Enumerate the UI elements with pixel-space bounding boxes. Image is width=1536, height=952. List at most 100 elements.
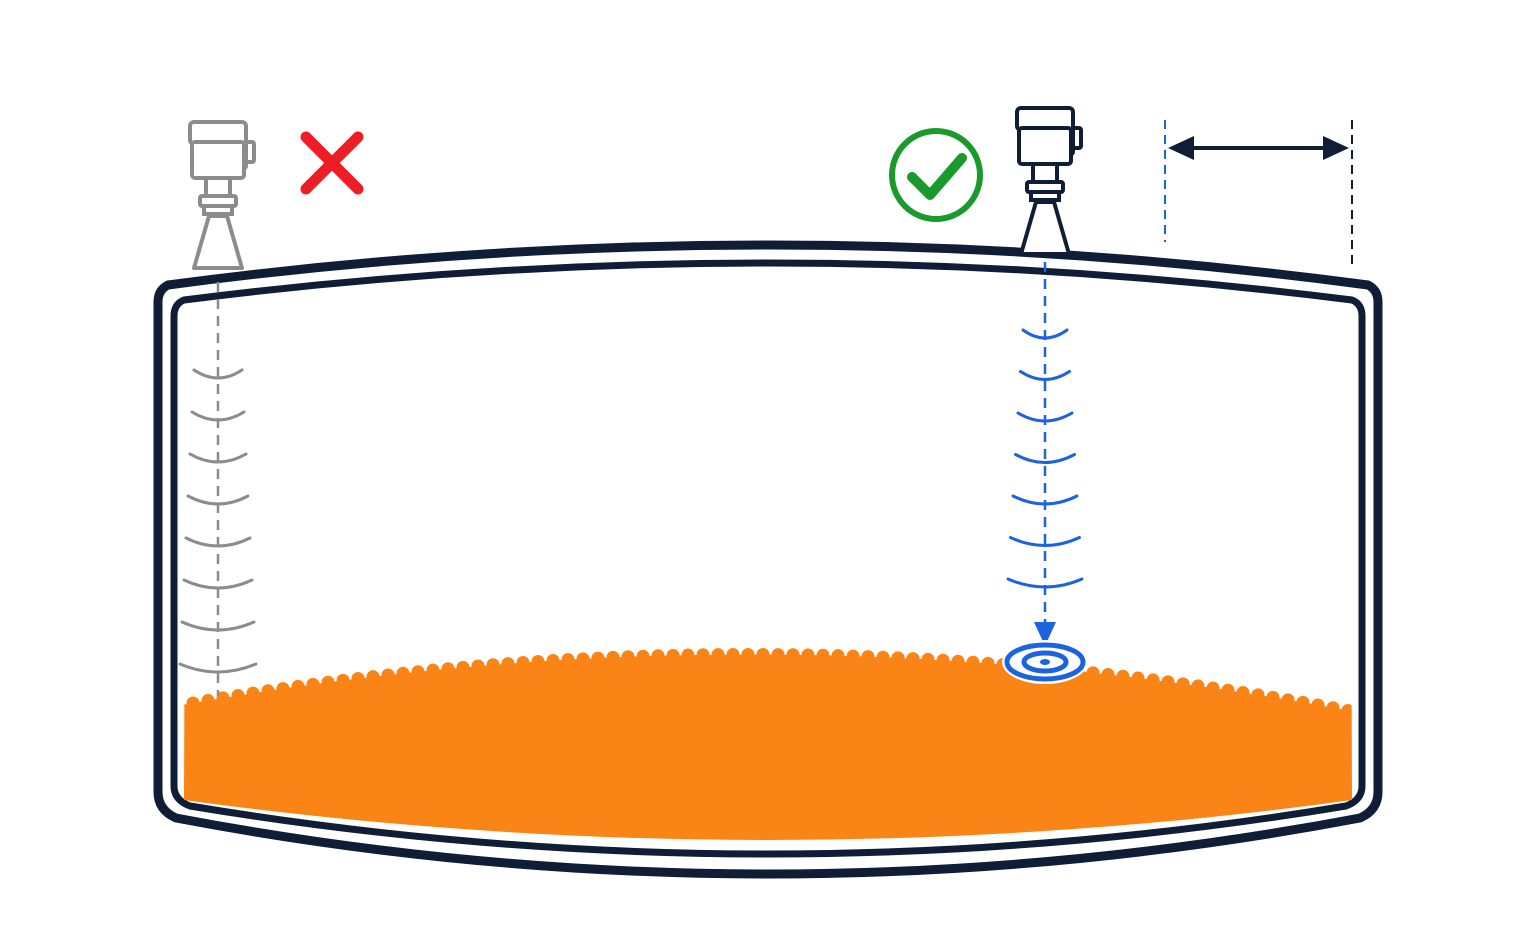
wall-distance-dimension — [1164, 120, 1353, 268]
sensor-housing — [1017, 126, 1073, 166]
material-grain — [231, 688, 245, 702]
signal-wave-arc — [188, 452, 248, 464]
material-grain — [921, 652, 935, 666]
cross-icon — [300, 131, 364, 195]
signal-wave-arc — [1021, 328, 1069, 340]
sensor-flange-lower — [202, 204, 234, 216]
material-grain — [906, 652, 920, 666]
material-grain — [1116, 669, 1130, 683]
material-grain — [426, 663, 440, 677]
material-grain — [1131, 671, 1145, 685]
signal-wave-arc — [182, 578, 254, 590]
material-grain — [1311, 698, 1325, 712]
material-grain — [1251, 688, 1265, 702]
material-grain — [351, 671, 365, 685]
signal-wave-arc — [178, 662, 258, 674]
material-grain — [741, 647, 755, 661]
material-grain — [1221, 683, 1235, 697]
check-circle — [889, 128, 983, 222]
material-grain — [366, 670, 380, 684]
material-grain — [501, 657, 515, 671]
radar-level-sensor-icon — [1015, 106, 1083, 256]
material-grain — [1086, 666, 1100, 680]
material-grain — [726, 648, 740, 662]
sensor-housing — [190, 140, 246, 180]
material-grain — [441, 662, 455, 676]
signal-waves-incorrect — [178, 368, 258, 674]
material-grain — [456, 660, 470, 674]
material-grain — [411, 665, 425, 679]
material-grain — [801, 648, 815, 662]
material-grain — [756, 647, 770, 661]
material-grain — [186, 696, 200, 710]
material-grain — [966, 655, 980, 669]
signal-wave-arc — [190, 410, 246, 422]
echo-ring-outer — [1004, 642, 1086, 682]
bulk-material-fill — [184, 654, 1352, 840]
material-grain — [1341, 703, 1352, 717]
material-grain — [1176, 677, 1190, 691]
material-grain — [516, 656, 530, 670]
material-grain — [1206, 681, 1220, 695]
material-grain — [936, 653, 950, 667]
material-grain — [771, 648, 785, 662]
sensor-incorrect-position — [178, 120, 364, 696]
signal-wave-arc — [1014, 453, 1076, 464]
material-grain — [651, 649, 665, 663]
material-grain — [546, 654, 560, 668]
material-grain — [396, 666, 410, 680]
material-grain — [891, 651, 905, 665]
cross-stroke-b — [300, 131, 364, 195]
signal-wave-arc — [192, 368, 244, 380]
signal-wave-arc — [186, 494, 250, 506]
check-stroke — [907, 153, 967, 200]
material-grain — [1281, 693, 1295, 707]
sensor-neck — [1031, 162, 1059, 184]
material-grain — [981, 656, 995, 670]
material-grain — [216, 691, 230, 705]
material-grain — [861, 650, 875, 664]
tank-inner-wall — [170, 259, 1366, 858]
material-grain — [711, 648, 725, 662]
signal-wave-arc — [1006, 577, 1084, 589]
material-grain — [1266, 690, 1280, 704]
material-grain — [846, 649, 860, 663]
bulk-material-surface-texture — [184, 647, 1352, 717]
bulk-material — [184, 647, 1352, 840]
material-grain — [1161, 675, 1175, 689]
sensor-correct-position — [889, 106, 1088, 684]
material-grain — [591, 651, 605, 665]
material-grain — [951, 654, 965, 668]
arrow-left-icon — [1168, 136, 1194, 160]
material-grain — [816, 648, 830, 662]
signal-wave-arc — [1009, 536, 1081, 547]
arrow-right-icon — [1323, 136, 1349, 160]
target-ripple-icon — [1002, 640, 1088, 684]
signal-wave-arc — [1019, 370, 1071, 381]
material-grain — [636, 649, 650, 663]
material-grain — [876, 650, 890, 664]
material-grain — [621, 650, 635, 664]
material-grain — [1236, 686, 1250, 700]
sensor-neck — [204, 176, 232, 198]
sensor-flange-lower — [1029, 190, 1061, 202]
material-grain — [531, 654, 545, 668]
material-grain — [321, 675, 335, 689]
material-grain — [306, 677, 320, 691]
radar-level-sensor-icon — [188, 120, 256, 270]
material-grain — [696, 648, 710, 662]
material-grain — [291, 679, 305, 693]
material-grain — [246, 686, 260, 700]
material-grain — [1296, 695, 1310, 709]
tank-outer-wall — [153, 240, 1383, 879]
material-grain — [681, 648, 695, 662]
material-grain — [201, 693, 215, 707]
material-grain — [561, 653, 575, 667]
material-grain — [786, 648, 800, 662]
signal-wave-arc — [1011, 494, 1079, 506]
material-grain — [1146, 673, 1160, 687]
material-grain — [381, 668, 395, 682]
material-grain — [471, 659, 485, 673]
